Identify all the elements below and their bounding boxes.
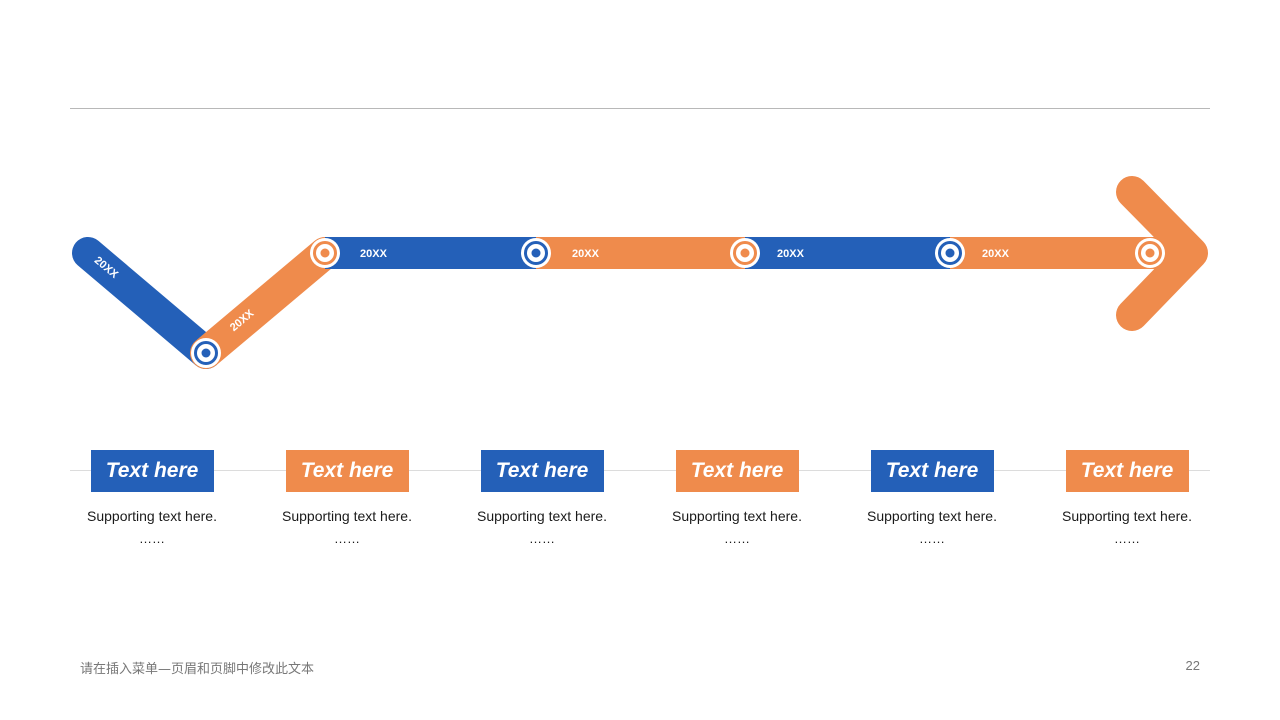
card-title: Text here — [285, 450, 409, 492]
card-ellipsis: …… — [334, 531, 360, 546]
milestone-node-1 — [191, 338, 221, 368]
milestone-node-4 — [730, 238, 760, 268]
card-title: Text here — [480, 450, 604, 492]
milestone-node-2 — [310, 238, 340, 268]
timeline-segment-2 — [190, 237, 341, 369]
segment-label-5: 20XX — [777, 248, 805, 260]
card-description: Supporting text here. — [477, 508, 607, 524]
card-description: Supporting text here. — [1062, 508, 1192, 524]
milestone-card-4: Text here Supporting text here. …… — [642, 450, 832, 546]
card-description: Supporting text here. — [867, 508, 997, 524]
segment-label-3: 20XX — [360, 248, 388, 260]
card-ellipsis: …… — [529, 531, 555, 546]
milestone-card-3: Text here Supporting text here. …… — [447, 450, 637, 546]
card-title: Text here — [90, 450, 214, 492]
top-divider — [70, 108, 1210, 109]
card-description: Supporting text here. — [282, 508, 412, 524]
milestone-card-1: Text here Supporting text here. …… — [57, 450, 247, 546]
card-title: Text here — [1065, 450, 1189, 492]
footer-text: 请在插入菜单—页眉和页脚中修改此文本 — [80, 662, 315, 677]
page-number: 22 — [1185, 658, 1200, 673]
card-title: Text here — [675, 450, 799, 492]
card-ellipsis: …… — [919, 531, 945, 546]
milestone-node-5 — [935, 238, 965, 268]
card-ellipsis: …… — [1114, 531, 1140, 546]
arrow-head — [1116, 176, 1208, 331]
timeline-segment-1 — [72, 237, 222, 369]
milestone-card-6: Text here Supporting text here. …… — [1032, 450, 1222, 546]
card-description: Supporting text here. — [87, 508, 217, 524]
card-ellipsis: …… — [139, 531, 165, 546]
segment-label-6: 20XX — [982, 248, 1010, 260]
card-ellipsis: …… — [724, 531, 750, 546]
milestone-node-6 — [1135, 238, 1165, 268]
milestone-card-5: Text here Supporting text here. …… — [837, 450, 1027, 546]
segment-label-4: 20XX — [572, 248, 600, 260]
card-title: Text here — [870, 450, 994, 492]
card-description: Supporting text here. — [672, 508, 802, 524]
cards-divider — [70, 470, 1210, 471]
milestone-node-3 — [521, 238, 551, 268]
milestone-card-2: Text here Supporting text here. …… — [252, 450, 442, 546]
